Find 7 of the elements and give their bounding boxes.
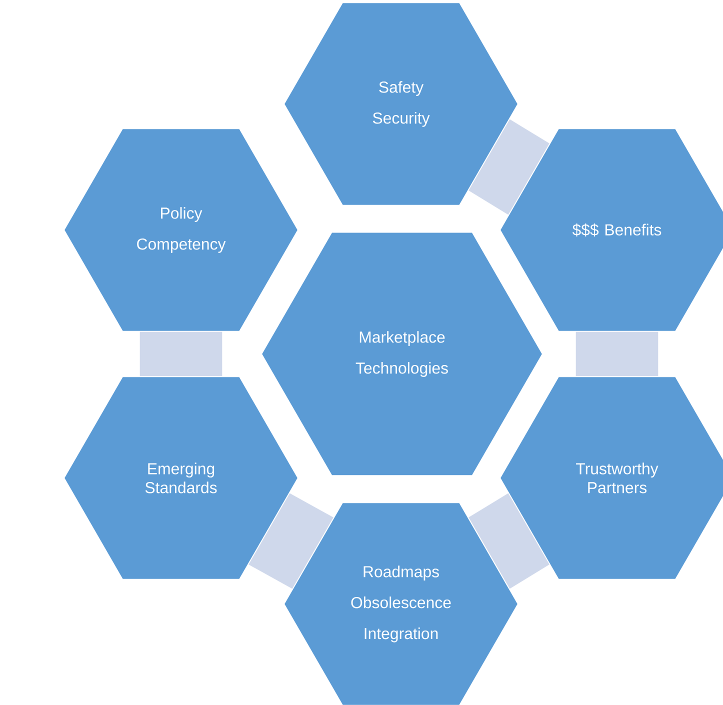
connector-band	[248, 493, 334, 589]
connector-band	[576, 332, 658, 376]
connector-band	[468, 119, 550, 215]
connector-band	[140, 332, 222, 376]
connector-band	[468, 493, 550, 589]
hexagon: Trustworthy Partners	[499, 376, 723, 580]
hexagon: $$$ Benefits	[499, 128, 723, 332]
